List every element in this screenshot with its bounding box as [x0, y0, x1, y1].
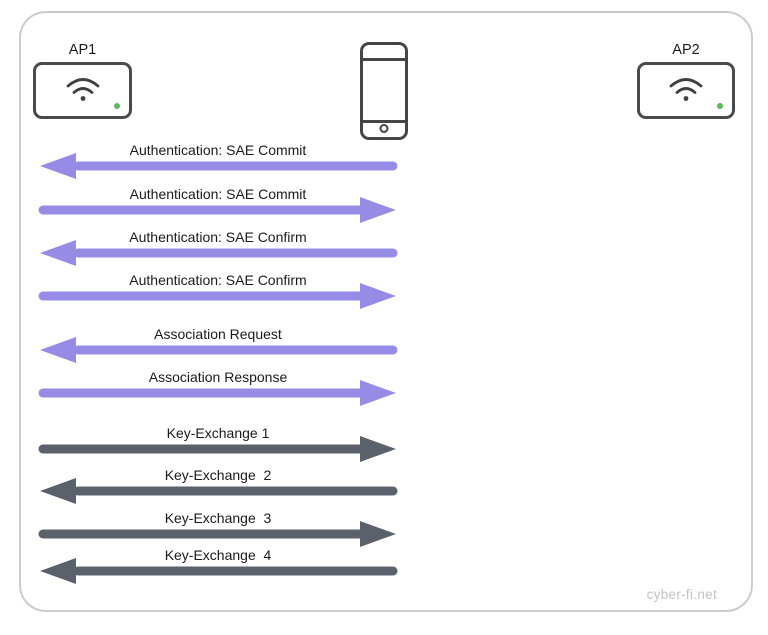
message-row: Association Response: [38, 369, 398, 406]
message-row: Authentication: SAE Confirm: [38, 272, 398, 309]
message-row: Association Request: [38, 326, 398, 363]
phone-screen-top-line: [363, 58, 405, 61]
status-led: [114, 103, 120, 109]
arrow-left-icon: [40, 240, 398, 266]
smartphone-icon: [360, 42, 408, 140]
arrow-right-icon: [38, 521, 396, 547]
message-label: Key-Exchange 4: [164, 547, 272, 563]
message-row: Key-Exchange 1: [38, 425, 398, 462]
status-led: [717, 103, 723, 109]
arrow-right-icon: [38, 197, 396, 223]
message-label: Authentication: SAE Commit: [129, 142, 307, 158]
phone-home-button-icon: [379, 124, 389, 133]
message-row: Key-Exchange 3: [38, 510, 398, 547]
message-row: Authentication: SAE Confirm: [38, 229, 398, 266]
message-label: Authentication: SAE Confirm: [129, 272, 307, 288]
message-label: Association Response: [148, 369, 288, 385]
watermark: cyber-fi.net: [646, 587, 717, 602]
message-label: Key-Exchange 3: [164, 510, 272, 526]
message-label: Authentication: SAE Commit: [129, 186, 307, 202]
phone-screen-bottom-line: [363, 120, 405, 123]
message-row: Authentication: SAE Commit: [38, 142, 398, 179]
arrow-left-icon: [40, 153, 398, 179]
message-label: Key-Exchange 2: [164, 467, 272, 483]
diagram-border: [19, 11, 753, 612]
ap1-label: AP1: [68, 42, 97, 58]
wifi-icon: [66, 78, 99, 101]
arrow-right-icon: [38, 436, 396, 462]
ap2-router-icon: [637, 62, 735, 119]
message-label: Key-Exchange 1: [166, 425, 270, 441]
ap1-router-icon: [33, 62, 132, 119]
message-label: Association Request: [154, 326, 282, 342]
arrow-right-icon: [38, 380, 396, 406]
message-label: Authentication: SAE Confirm: [129, 229, 307, 245]
arrow-left-icon: [40, 558, 398, 584]
message-row: Key-Exchange 4: [38, 547, 398, 584]
ap2-label: AP2: [672, 42, 700, 58]
message-row: Key-Exchange 2: [38, 467, 398, 504]
arrow-right-icon: [38, 283, 396, 309]
message-row: Authentication: SAE Commit: [38, 186, 398, 223]
arrow-left-icon: [40, 337, 398, 363]
arrow-left-icon: [40, 478, 398, 504]
wifi-icon: [669, 78, 703, 101]
